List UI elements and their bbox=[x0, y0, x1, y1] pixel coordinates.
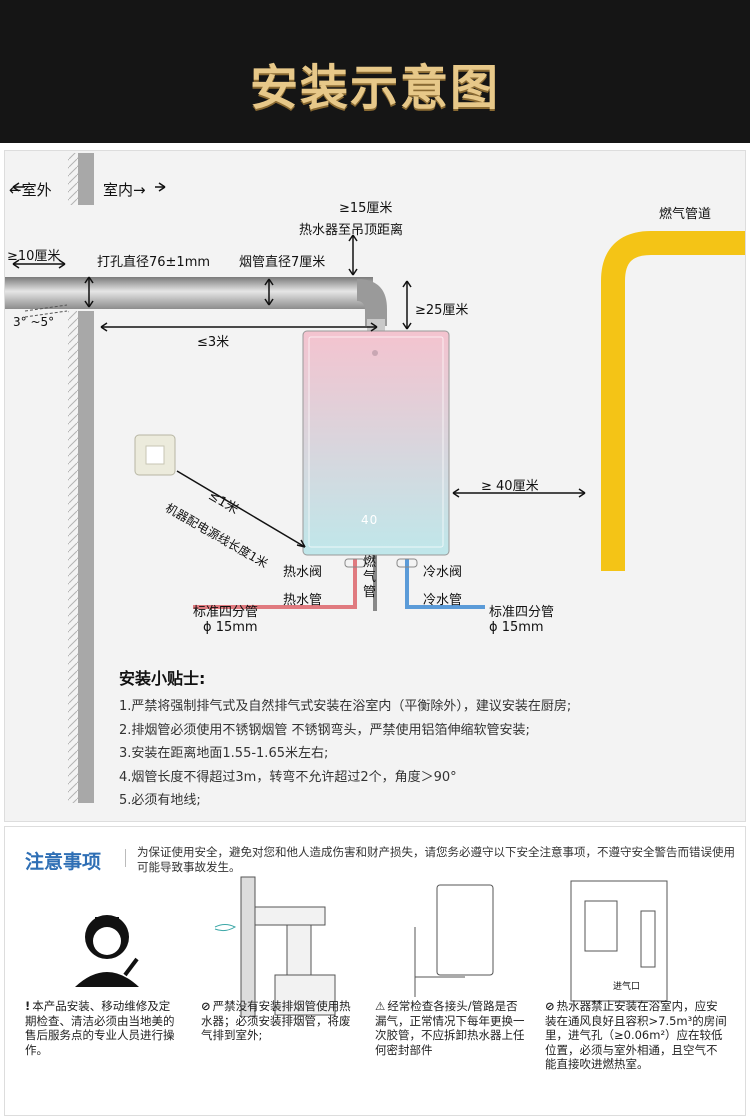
cold-pipe-label: 冷水管 bbox=[423, 593, 463, 608]
prohibited-icon: ⊘ bbox=[545, 999, 555, 1013]
gas-pipeline bbox=[601, 231, 745, 571]
gas-check-icon bbox=[414, 884, 494, 997]
technician-icon bbox=[75, 915, 139, 987]
tip-item: 4.烟管长度不得超过3m，转弯不允许超过2个，角度＞90° bbox=[119, 769, 457, 785]
vent-label: 进气口 bbox=[613, 982, 641, 992]
tip-item: 5.必须有地线; bbox=[119, 793, 201, 808]
safety-notice: 注意事项 为保证使用安全，避免对您和他人造成伤害和财产损失，请您务必遵守以下安全… bbox=[4, 826, 746, 1116]
notice-item: ⚠经常检查各接头/管路是否漏气，正常情况下每年更换一次胶管，不应拆卸热水器上任何… bbox=[375, 999, 525, 1057]
wall-upper bbox=[78, 153, 94, 205]
gas-pipeline-label: 燃气管道 bbox=[659, 207, 712, 222]
flue-diameter-label: 烟管直径7厘米 bbox=[239, 255, 326, 270]
std-pipe-right-size: ϕ 15mm bbox=[489, 620, 544, 635]
header-banner: 安装示意图 bbox=[0, 0, 750, 143]
display-reading: 40 bbox=[361, 513, 379, 527]
bathroom-icon bbox=[570, 880, 668, 1002]
hole-diameter-label: 打孔直径76±1mm bbox=[97, 255, 211, 270]
notice-divider bbox=[125, 849, 126, 867]
wall-lower bbox=[78, 311, 94, 803]
top-clearance-label: ≥25厘米 bbox=[415, 303, 469, 318]
warning-icon: ! bbox=[25, 999, 31, 1013]
tip-item: 3.安装在距离地面1.55-1.65米左右; bbox=[119, 746, 329, 761]
page-title: 安装示意图 bbox=[249, 60, 500, 116]
side-clearance-label: ≥ 40厘米 bbox=[481, 479, 539, 494]
installation-diagram: ←室外 室内→ ≥15厘米 热水器至吊顶距离 燃气管道 ≥10厘米 打孔直径76… bbox=[4, 150, 746, 822]
hot-valve-label: 热水阀 bbox=[283, 565, 323, 580]
std-pipe-right-label: 标准四分管 bbox=[489, 605, 555, 620]
outdoor-label: ←室外 bbox=[9, 181, 52, 199]
cold-valve-label: 冷水阀 bbox=[423, 565, 463, 580]
slope-label: 3° ~5° bbox=[13, 315, 55, 329]
pipe-length-label: ≤3米 bbox=[197, 335, 230, 350]
notice-item: !本产品安装、移动维修及定期检查、清洁必须由当地美的售后服务点的专业人员进行操作… bbox=[25, 999, 175, 1057]
caution-icon: ⚠ bbox=[375, 999, 386, 1013]
install-tips: 安装小贴士: 1.严禁将强制排气式及自然排气式安装在浴室内（平衡除外），建议安装… bbox=[119, 665, 739, 813]
std-pipe-left-size: ϕ 15mm bbox=[203, 620, 258, 635]
std-pipe-left-label: 标准四分管 bbox=[193, 605, 259, 620]
prohibited-icon: ⊘ bbox=[201, 999, 211, 1013]
notice-title: 注意事项 bbox=[25, 851, 102, 873]
flue-pipe bbox=[5, 277, 373, 309]
tips-title: 安装小贴士: bbox=[119, 669, 206, 688]
gas-pipe-label: 燃气管 bbox=[363, 555, 377, 600]
tip-item: 1.严禁将强制排气式及自然排气式安装在浴室内（平衡除外），建议安装在厨房; bbox=[119, 699, 572, 714]
notice-description: 为保证使用安全，避免对您和他人造成伤害和财产损失，请您务必遵守以下安全注意事项，… bbox=[137, 845, 735, 874]
notice-illustrations bbox=[75, 876, 668, 1017]
diagram-drawing bbox=[5, 153, 745, 803]
indoor-label: 室内→ bbox=[103, 181, 146, 199]
notice-item: ⊘严禁没有安装排烟管使用热水器；必须安装排烟管，将废气排到室外; bbox=[201, 999, 351, 1042]
notice-item: ⊘热水器禁止安装在浴室内，应安装在通风良好且容积>7.5m³的房间里，进气孔（≥… bbox=[545, 999, 727, 1071]
flue-install-icon bbox=[240, 876, 336, 1017]
ceiling-distance-value: ≥15厘米 bbox=[339, 201, 393, 216]
tip-item: 2.排烟管必须使用不锈钢烟管 不锈钢弯头，严禁使用铝箔伸缩软管安装; bbox=[119, 722, 530, 738]
outdoor-extension-label: ≥10厘米 bbox=[7, 249, 61, 264]
hot-pipe-label: 热水管 bbox=[283, 593, 323, 608]
ceiling-distance-label: 热水器至吊顶距离 bbox=[299, 223, 404, 238]
